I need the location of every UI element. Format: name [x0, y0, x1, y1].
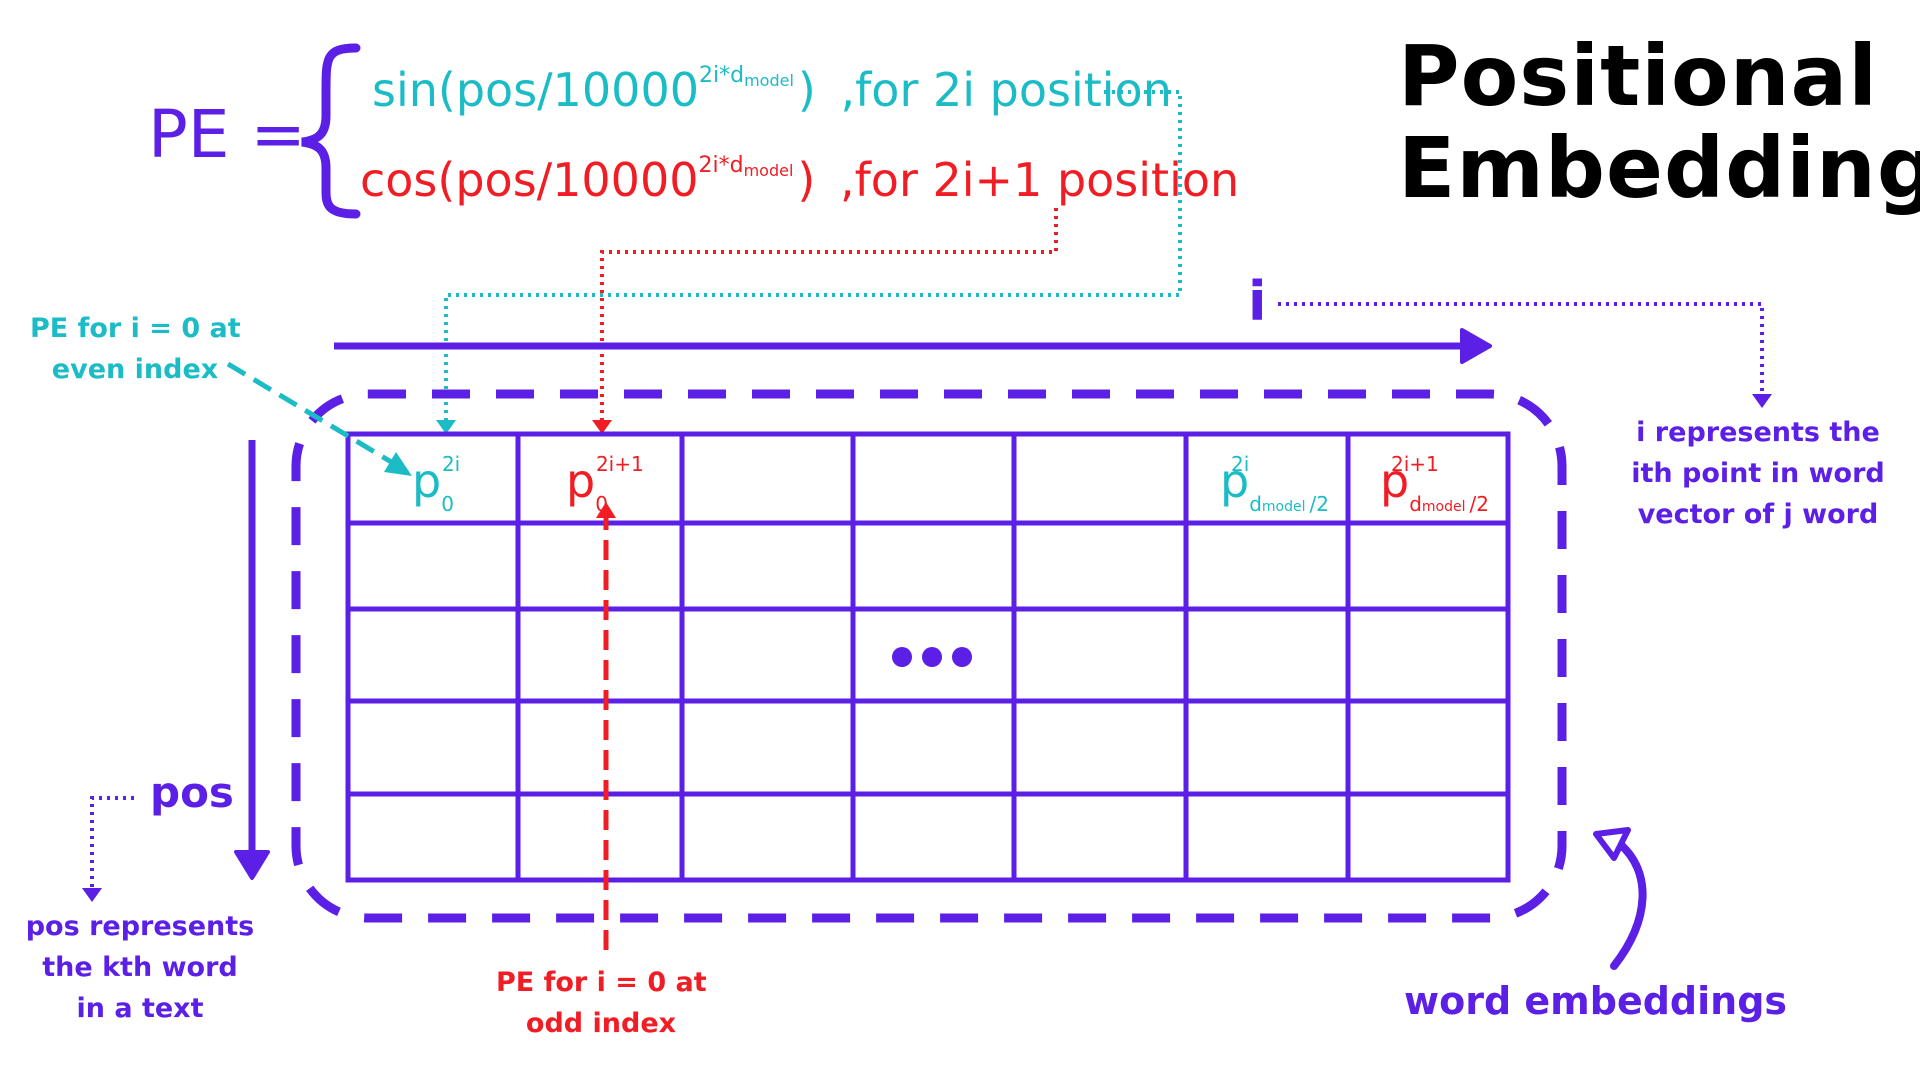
- pe-even-label: PE for i = 0 at even index: [30, 313, 241, 385]
- title-line-2: Embeddings: [1398, 119, 1920, 217]
- pos-axis-label: pos: [150, 768, 234, 817]
- i-axis-label: i: [1248, 270, 1267, 333]
- formula-lhs: PE =: [148, 96, 306, 173]
- pe-odd-label: PE for i = 0 at odd index: [496, 967, 707, 1039]
- pos-description: pos represents the kth word in a text: [25, 911, 255, 1024]
- word-embeddings-arrow: [1610, 840, 1647, 970]
- ellipsis-dots: [892, 647, 972, 667]
- sin-connector: [444, 90, 1182, 424]
- formula-sin-fn: sin(pos/10000: [372, 63, 699, 117]
- formula-cos-exponent: 2i*dmodel: [698, 153, 794, 180]
- formula-sin-condition: ,for 2i position: [840, 63, 1172, 117]
- cell-pdmodel-2i: pdmodel/22i: [1220, 452, 1329, 516]
- word-embeddings-label: word embeddings: [1404, 979, 1788, 1023]
- formula-sin-close: ): [797, 63, 816, 117]
- pos-desc-connector: [90, 796, 134, 890]
- i-description: i represents the ith point in word vecto…: [1631, 417, 1885, 530]
- pe-even-arrow: [226, 361, 400, 469]
- formula-cos-close: ): [797, 153, 816, 207]
- cos-connector-arrowhead: [592, 420, 612, 434]
- cell-p0-2i: p02i: [412, 452, 461, 516]
- cell-p0-2i-plus-1: p02i+1: [566, 452, 644, 516]
- title: Positional Embeddings: [1398, 30, 1920, 214]
- embedding-grid: [345, 431, 1511, 883]
- formula-cos-line: cos(pos/100002i*dmodel) ,for 2i+1 positi…: [360, 152, 1239, 208]
- word-embeddings-border: [291, 389, 1567, 923]
- formula-sin-exponent: 2i*dmodel: [699, 63, 794, 90]
- formula-cos-condition: ,for 2i+1 position: [839, 153, 1240, 207]
- cos-connector: [600, 208, 1058, 424]
- i-desc-connector: [1278, 302, 1764, 396]
- formula-sin-line: sin(pos/100002i*dmodel) ,for 2i position: [372, 62, 1172, 118]
- title-line-1: Positional: [1398, 27, 1878, 125]
- formula-brace: [301, 43, 361, 219]
- sin-connector-arrowhead: [436, 420, 456, 434]
- cell-pdmodel-2i-plus-1: pdmodel/22i+1: [1380, 452, 1489, 516]
- formula-cos-fn: cos(pos/10000: [360, 153, 699, 207]
